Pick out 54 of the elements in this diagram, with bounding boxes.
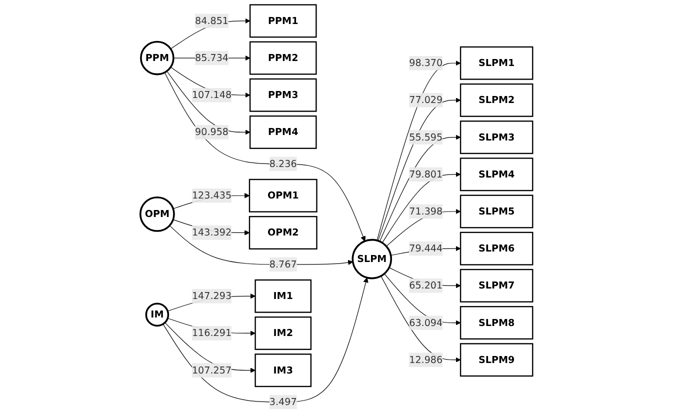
arrow [169, 225, 354, 266]
edge-label: 77.029 [409, 94, 443, 106]
edge-label: 107.148 [192, 89, 232, 101]
edge-label: 116.291 [192, 327, 232, 339]
node-box: OPM2 [248, 216, 318, 250]
edge-label: 84.851 [195, 14, 229, 26]
node-circle: OPM [139, 196, 175, 232]
edge-label: 55.595 [409, 131, 443, 143]
edge-label: 65.201 [409, 280, 443, 292]
edge-label: 63.094 [409, 316, 443, 328]
node-box: SLPM5 [460, 194, 534, 228]
node-box: IM3 [254, 354, 312, 388]
edge-label: 107.257 [192, 364, 232, 376]
node-box: SLPM7 [460, 268, 534, 302]
node-circle: IM [145, 302, 170, 327]
edge-label: 85.734 [195, 52, 229, 64]
edge-label: 12.986 [409, 354, 443, 366]
node-box: IM1 [254, 279, 312, 313]
node-box: SLPM1 [460, 46, 534, 80]
arrow [162, 277, 368, 402]
node-box: IM2 [254, 316, 312, 350]
arrow [164, 322, 256, 373]
node-box: SLPM9 [460, 343, 534, 377]
edge-label: 79.801 [409, 168, 443, 180]
arrow [164, 72, 366, 242]
edge-label: 98.370 [409, 57, 443, 68]
node-box: PPM2 [249, 41, 317, 75]
arrow [378, 98, 461, 242]
node-circle: SLPM [352, 238, 392, 280]
edge-label: 143.392 [192, 226, 232, 238]
edge-label: 147.293 [192, 290, 232, 302]
edge-label: 79.444 [409, 242, 443, 254]
arrow [166, 70, 250, 135]
node-box: SLPM6 [460, 232, 534, 266]
edge-label: 71.398 [409, 206, 443, 217]
node-box: PPM1 [249, 4, 317, 38]
arrow [376, 60, 461, 241]
arrow [382, 172, 461, 244]
edge-label: 123.435 [192, 190, 232, 202]
node-box: PPM3 [249, 78, 317, 112]
node-circle: PPM [140, 40, 174, 76]
edge-label: 90.958 [195, 126, 229, 138]
node-box: SLPM3 [460, 120, 534, 154]
arrow [379, 134, 461, 242]
node-box: OPM1 [248, 178, 318, 212]
arrow [380, 276, 461, 362]
edge-label: 3.497 [269, 396, 297, 408]
node-box: SLPM4 [460, 158, 534, 192]
node-box: PPM4 [249, 115, 317, 149]
arrow [384, 273, 461, 326]
edge-label: 8.767 [269, 258, 297, 270]
node-box: SLPM8 [460, 306, 534, 340]
edge-label: 8.236 [269, 158, 297, 170]
node-box: SLPM2 [460, 83, 534, 117]
